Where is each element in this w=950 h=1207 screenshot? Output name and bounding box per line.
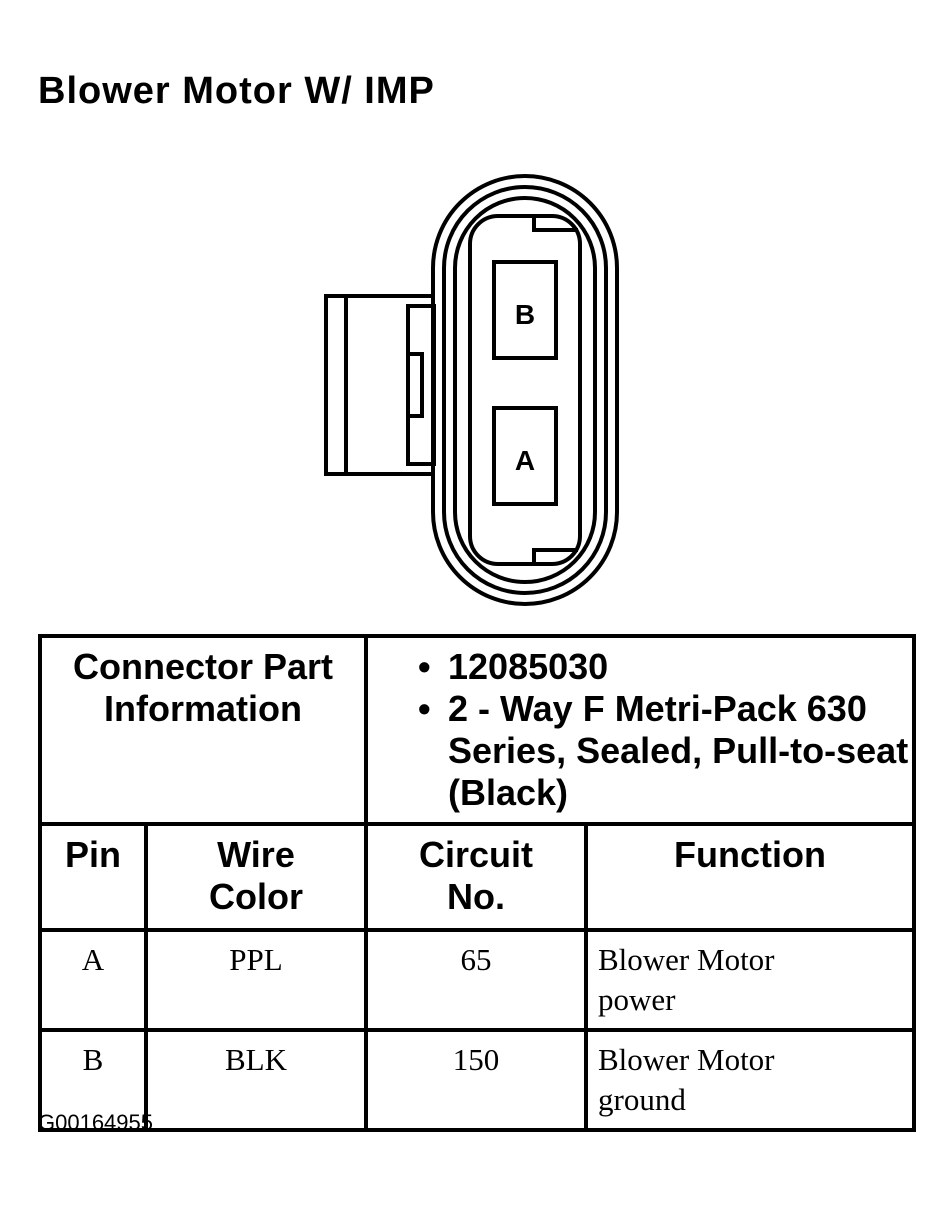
circuit-cell: 150 (364, 1028, 588, 1132)
cavity-b (492, 260, 558, 360)
function-cell: Blower Motor ground (584, 1028, 916, 1132)
connector-part-label: Connector Part Information (38, 634, 368, 826)
connector-face-diagram: B A (324, 174, 619, 606)
table-row: B BLK 150 Blower Motor ground (38, 1028, 916, 1132)
connector-inner-ring (453, 196, 597, 584)
connector-outer-shell (431, 174, 619, 606)
wire-color-cell: BLK (144, 1028, 368, 1132)
pin-cell: B (38, 1028, 148, 1132)
pin-cell: A (38, 928, 148, 1032)
cavity-b-label: B (515, 299, 535, 330)
connector-part-details: 12085030 2 - Way F Metri-Pack 630 Series… (364, 634, 916, 826)
table-header-row: Pin Wire Color Circuit No. Function (38, 822, 916, 932)
function-cell: Blower Motor power (584, 928, 916, 1032)
connector-info-table: Connector Part Information 12085030 2 - … (38, 634, 916, 1132)
cavity-a-label: A (515, 445, 535, 476)
part-number: 12085030 (418, 646, 912, 688)
connector-latch (324, 294, 433, 476)
connector-part-row: Connector Part Information 12085030 2 - … (38, 634, 916, 826)
connector-seal-ring (442, 185, 608, 595)
key-tab-top (532, 216, 578, 232)
header-wire-color: Wire Color (144, 822, 368, 932)
page-title: Blower Motor W/ IMP (38, 70, 435, 112)
header-pin: Pin (38, 822, 148, 932)
circuit-cell: 65 (364, 928, 588, 1032)
key-tab-bottom (532, 548, 578, 564)
connector-detail-list: 12085030 2 - Way F Metri-Pack 630 Series… (418, 646, 912, 814)
cavity-housing (468, 214, 582, 566)
cavity-a (492, 406, 558, 506)
table-row: A PPL 65 Blower Motor power (38, 928, 916, 1032)
connector-description: 2 - Way F Metri-Pack 630 Series, Sealed,… (418, 688, 912, 814)
connector-latch-notch (406, 352, 424, 418)
wire-color-cell: PPL (144, 928, 368, 1032)
figure-id: G00164955 (38, 1110, 153, 1135)
header-function: Function (584, 822, 916, 932)
header-circuit-no: Circuit No. (364, 822, 588, 932)
